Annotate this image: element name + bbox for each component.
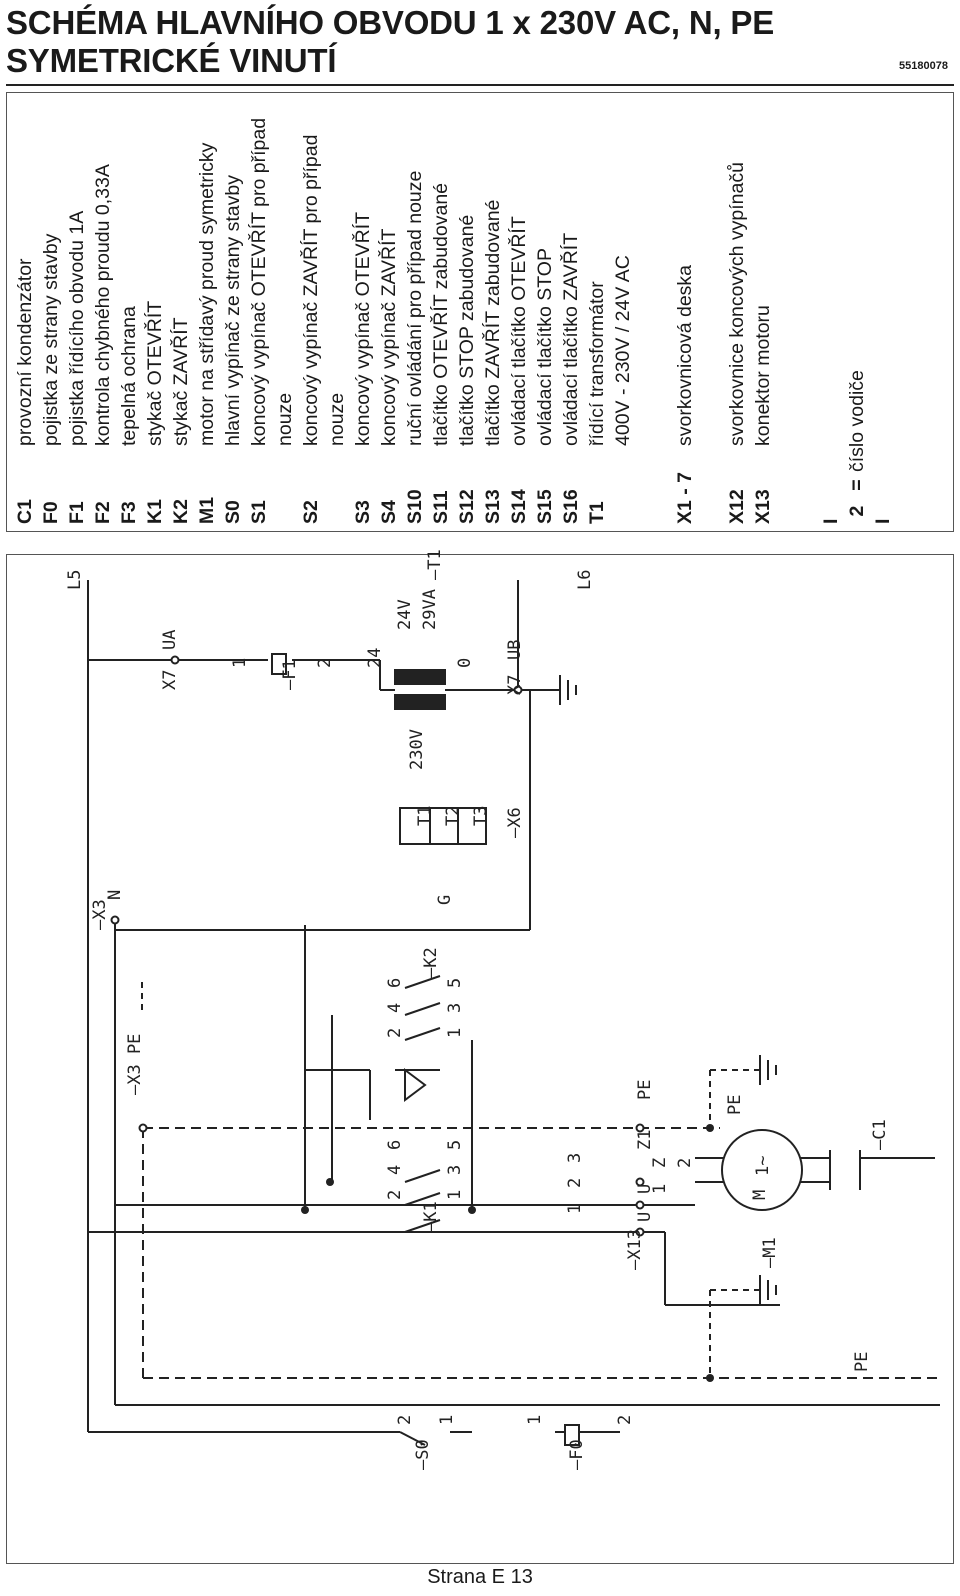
diagram-label-n2: 2 [675, 1158, 695, 1168]
legend-frame [6, 92, 954, 532]
diagram-label-motor_ac: 1~ [753, 1156, 773, 1176]
diagram-label-motor_m: M [750, 1190, 770, 1200]
diagram-frame [6, 554, 954, 1564]
diagram-label-n2: 2 [385, 1028, 405, 1038]
diagram-label-z: Z [650, 1158, 670, 1168]
diagram-label-f1: –F1 [280, 659, 300, 690]
diagram-label-x3pe: –X3 PE [125, 1034, 145, 1095]
diagram-label-pe: PE [852, 1352, 872, 1372]
diagram-label-pe: PE [635, 1080, 655, 1100]
diagram-label-n4: 4 [385, 1003, 405, 1013]
diagram-label-n2: 2 [395, 1415, 415, 1425]
diagram-label-u: U [635, 1212, 655, 1222]
header-rule [6, 84, 954, 86]
diagram-label-n6: 6 [385, 1140, 405, 1150]
document-number: 55180078 [899, 60, 948, 72]
diagram-label-n6: 6 [385, 978, 405, 988]
title-line-2: SYMETRICKÉ VINUTÍ [6, 42, 337, 79]
contactor-contacts [399, 975, 620, 1446]
diagram-label-n1: 1 [445, 1190, 465, 1200]
diagram-label-s0: –S0 [413, 1439, 433, 1470]
diagram-label-n1: 1 [650, 1184, 670, 1194]
diagram-label-va: 29VA [420, 589, 440, 630]
diagram-label-pe: PE [725, 1095, 745, 1115]
diagram-label-c1: –C1 [870, 1119, 890, 1150]
diagram-label-x6: –X6 [505, 807, 525, 838]
title-line-1: SCHÉMA HLAVNÍHO OBVODU 1 x 230V AC, N, P… [6, 4, 775, 41]
diagram-label-m1: –M1 [760, 1237, 780, 1268]
diagram-label-f0: –F0 [567, 1439, 587, 1470]
diagram-label-t1: –T1 [425, 549, 445, 580]
diagram-label-x7: X7 [160, 670, 180, 690]
diagram-label-n3: 3 [445, 1165, 465, 1175]
page-footer: Strana E 13 [427, 1566, 533, 1588]
diagram-label-n24: 24 [365, 648, 385, 668]
diagram-label-n3: 3 [565, 1153, 585, 1163]
diagram-label-t3s: T3 [471, 806, 491, 826]
diagram-label-n2: 2 [385, 1190, 405, 1200]
diagram-label-z1: Z1 [635, 1130, 655, 1150]
diagram-label-l6: L6 [575, 570, 595, 590]
diagram-label-x3n: N [105, 890, 125, 900]
diagram-label-n1: 1 [525, 1415, 545, 1425]
diagram-label-n1: 1 [437, 1415, 457, 1425]
diagram-label-n1: 1 [565, 1204, 585, 1214]
diagram-label-x13: –X13 [625, 1229, 645, 1270]
page-title: SCHÉMA HLAVNÍHO OBVODU 1 x 230V AC, N, P… [6, 4, 774, 80]
diagram-label-g: G [435, 895, 455, 905]
diagram-label-n5: 5 [445, 978, 465, 988]
diagram-label-ub: UB [505, 640, 525, 660]
diagram-label-l5: L5 [65, 570, 85, 590]
diagram-label-n1: 1 [230, 658, 250, 668]
diagram-label-n1: 1 [445, 1028, 465, 1038]
diagram-label-t2s: T2 [443, 806, 463, 826]
diagram-label-n0: 0 [455, 658, 475, 668]
diagram-label-n3: 3 [445, 1003, 465, 1013]
diagram-label-n4: 4 [385, 1165, 405, 1175]
diagram-label-u: U [635, 1184, 655, 1194]
diagram-label-n2: 2 [615, 1415, 635, 1425]
diagram-label-n2: 2 [315, 658, 335, 668]
diagram-label-v230: 230V [407, 729, 427, 770]
diagram-label-k2: –K2 [421, 947, 441, 978]
diagram-label-ua: UA [160, 630, 180, 650]
diagram-label-n2: 2 [565, 1178, 585, 1188]
diagram-label-n5: 5 [445, 1140, 465, 1150]
diagram-label-v24: 24V [395, 599, 415, 630]
diagram-label-x3: –X3 [90, 899, 110, 930]
diagram-label-x7: X7 [505, 675, 525, 695]
diagram-label-k1: –K1 [421, 1201, 441, 1232]
diagram-label-t1s: T1 [415, 806, 435, 826]
